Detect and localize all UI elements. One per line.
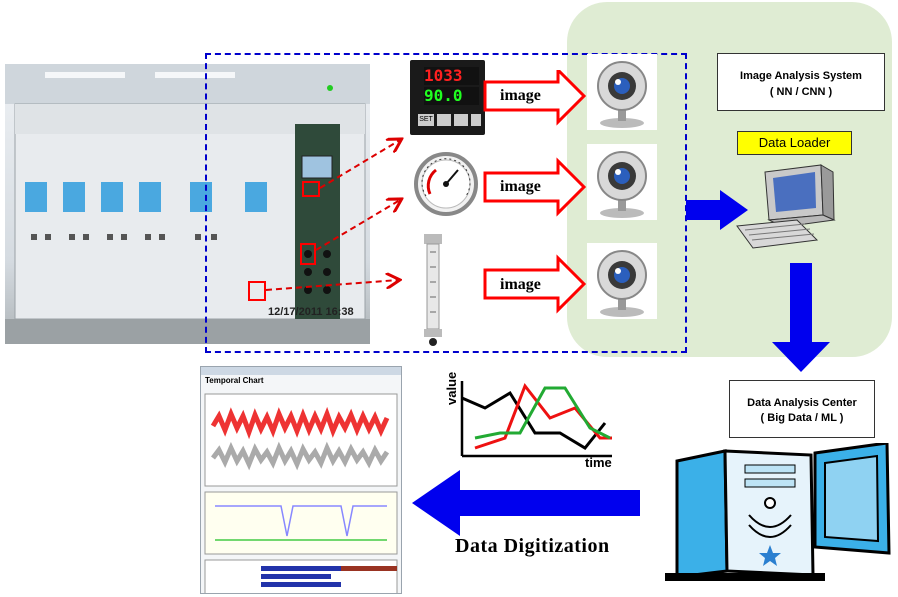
screenshot-charts [204, 393, 398, 593]
flowmeter-marker [248, 281, 266, 301]
pressure-gauge [414, 152, 478, 216]
data-center-title: Data Analysis Center [747, 397, 857, 409]
screenshot-title: Temporal Chart [205, 376, 264, 385]
equipment-photo [5, 64, 370, 344]
image-arrow-label: image [500, 87, 541, 104]
down-arrow [772, 263, 830, 372]
sketch-xlabel: time [585, 455, 612, 470]
controller-pv: 1033 [424, 67, 479, 85]
image-arrow-label: image [500, 178, 541, 195]
controller-sv: 90.0 [424, 87, 479, 105]
series-red [474, 382, 612, 450]
analysis-system-title: Image Analysis System [740, 70, 862, 82]
image-arrows [483, 70, 587, 314]
series-black [461, 390, 607, 450]
data-digitization-label: Data Digitization [455, 535, 610, 557]
data-analysis-center-box: Data Analysis Center ( Big Data / ML ) [729, 380, 875, 438]
webcam-icon [587, 243, 657, 319]
server-icon [665, 443, 891, 581]
webcam-icon [587, 54, 657, 130]
gauge-marker [300, 243, 316, 265]
software-screenshot: Temporal Chart [200, 366, 402, 594]
controller-marker [302, 181, 320, 197]
window-titlebar [201, 367, 401, 375]
webcam-icon [587, 144, 657, 220]
analysis-system-subtitle: ( NN / CNN ) [769, 86, 833, 98]
sketch-ylabel: value [444, 371, 459, 405]
controller-button [454, 114, 468, 126]
data-center-subtitle: ( Big Data / ML ) [760, 412, 844, 424]
controller-set-button: SET [418, 114, 434, 126]
sketch-chart [460, 381, 612, 458]
series-green [474, 386, 611, 440]
temperature-controller: 1033 90.0 SET [410, 60, 485, 135]
left-arrow [412, 470, 640, 536]
equipment-illustration [5, 64, 370, 344]
computer-icon [736, 164, 836, 249]
controller-button [437, 114, 451, 126]
controller-button [471, 114, 481, 126]
data-loader-label: Data Loader [737, 131, 852, 155]
flow-meter [424, 234, 442, 346]
image-arrow-label: image [500, 276, 541, 293]
image-analysis-system-box: Image Analysis System ( NN / CNN ) [717, 53, 885, 111]
photo-timestamp: 12/17/2011 16:38 [268, 306, 354, 318]
right-arrow [686, 190, 748, 230]
